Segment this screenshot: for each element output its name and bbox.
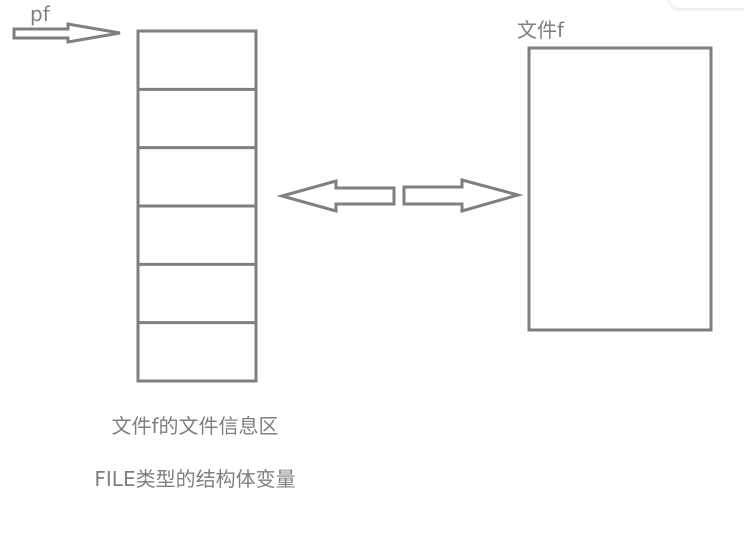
file-block: [527, 46, 713, 332]
info-area-label: 文件f的文件信息区: [111, 414, 279, 438]
left-arrow: [276, 179, 396, 213]
file-label: 文件f: [517, 18, 565, 42]
struct-variable-label: FILE类型的结构体变量: [94, 467, 296, 491]
struct-dividers: [138, 87, 256, 325]
corner-card: [670, 0, 744, 8]
right-arrow: [402, 178, 524, 213]
pointer-arrow: [12, 22, 121, 44]
pointer-label: pf: [30, 2, 50, 26]
